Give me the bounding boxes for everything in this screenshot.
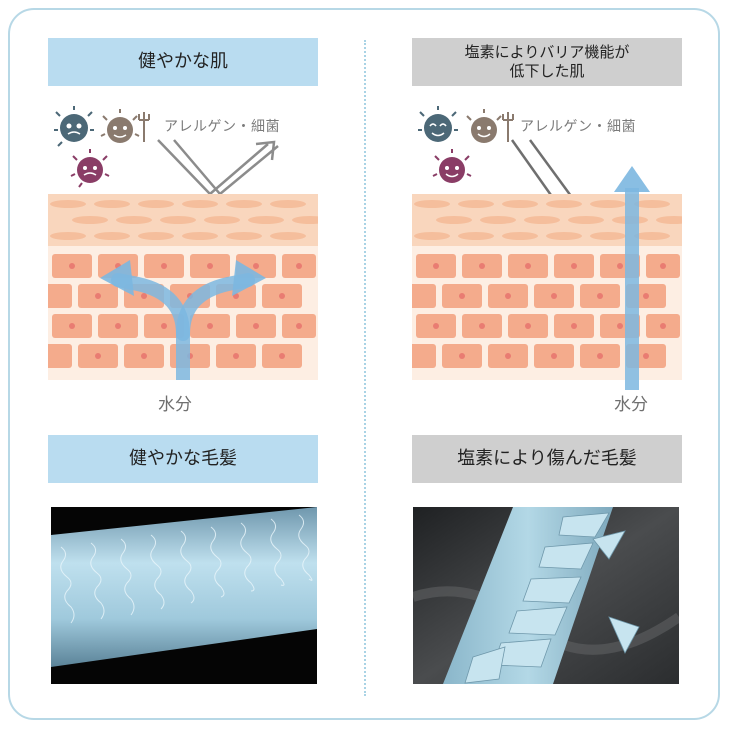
germ-cluster-left [54, 106, 150, 188]
germ-icon [100, 109, 150, 143]
healthy-hair-header: 健やかな毛髪 [48, 435, 318, 483]
water-label-left: 水分 [158, 395, 192, 415]
healthy-skin-header: 健やかな肌 [48, 38, 318, 86]
moisture-loss-arrow [614, 166, 650, 390]
moisture-retention-arrow [111, 273, 255, 380]
healthy-skin-title: 健やかな肌 [138, 51, 228, 73]
healthy-hair-title: 健やかな毛髪 [129, 448, 237, 470]
germ-icon [70, 149, 110, 188]
allergen-label-right: アレルゲン・細菌 [520, 119, 636, 135]
germ-icon [466, 109, 514, 143]
germ-icon [54, 106, 94, 147]
healthy-skin-layer [48, 194, 318, 380]
germ-cluster-right [418, 106, 514, 183]
damaged-skin-header: 塩素によりバリア機能が 低下した肌 [412, 38, 682, 86]
damaged-skin-title: 塩素によりバリア機能が 低下した肌 [464, 42, 630, 81]
germ-icon [432, 149, 472, 183]
center-divider [364, 40, 366, 696]
healthy-hair-image [51, 507, 317, 684]
damaged-hair-image [413, 507, 679, 684]
damaged-hair-header: 塩素により傷んだ毛髪 [412, 435, 682, 483]
germ-icon [418, 106, 458, 142]
allergen-label-left: アレルゲン・細菌 [164, 119, 280, 135]
damaged-hair-title: 塩素により傷んだ毛髪 [457, 448, 637, 470]
water-label-right: 水分 [614, 395, 648, 415]
